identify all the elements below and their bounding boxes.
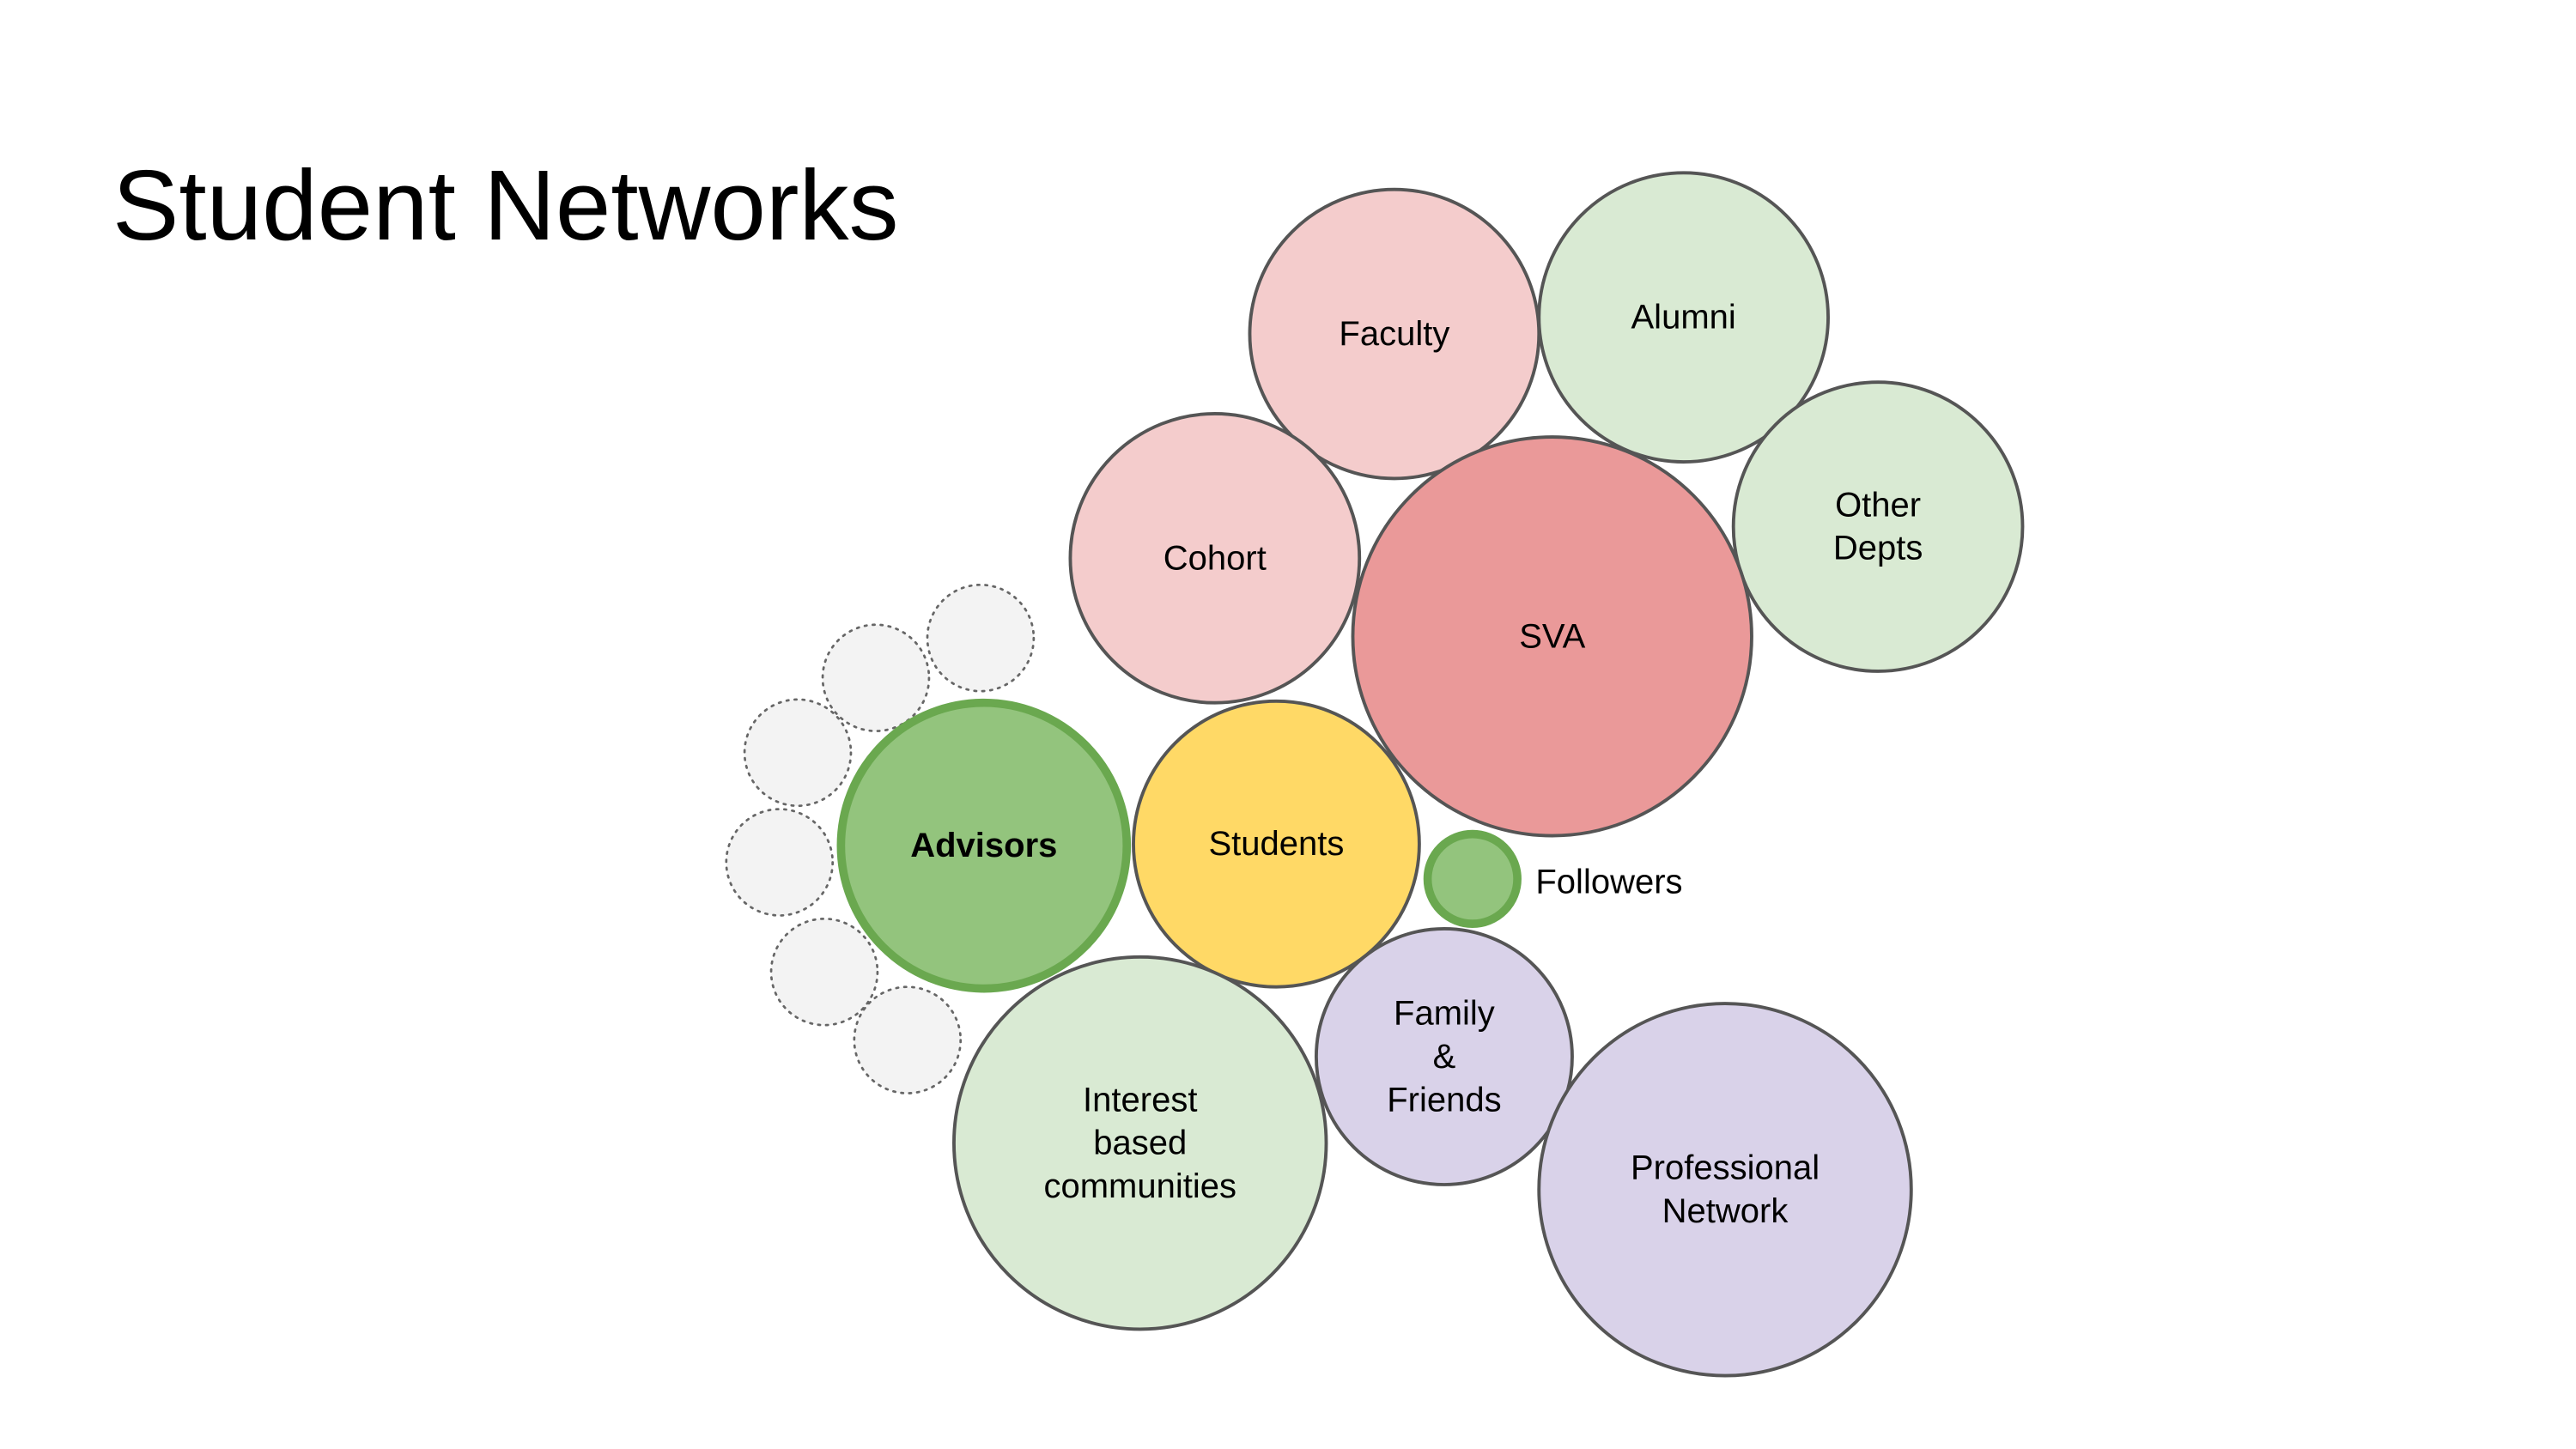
node-alumni: Alumni	[1537, 171, 1830, 464]
family-friends-circle	[1314, 927, 1574, 1186]
professional-network-label-line: Professional	[1631, 1149, 1820, 1187]
placeholder-circle	[926, 583, 1036, 693]
node-students: Students	[1132, 699, 1421, 989]
cohort-label: Cohort	[1163, 539, 1267, 577]
interest-communities-label-line: Interest	[1083, 1081, 1197, 1119]
students-label-line: Students	[1209, 825, 1345, 863]
other-depts-label-line: Depts	[1833, 530, 1923, 567]
node-followers: Followers	[1423, 829, 1683, 928]
alumni-circle	[1537, 171, 1830, 464]
slide-title: Student Networks	[112, 149, 899, 261]
followers-label-line: Followers	[1535, 864, 1682, 901]
advisors-circle	[836, 698, 1132, 993]
advisors-label-line: Advisors	[910, 827, 1057, 864]
advisors-label: Advisors	[910, 827, 1057, 864]
node-sva: SVA	[1351, 435, 1753, 838]
sva-label-line: SVA	[1519, 617, 1585, 655]
cohort-label-line: Cohort	[1163, 539, 1267, 577]
followers-label: Followers	[1535, 864, 1682, 901]
interest-communities-label-line: communities	[1043, 1167, 1236, 1205]
placeholder-circle	[821, 623, 931, 732]
other-depts-label-line: Other	[1835, 486, 1921, 524]
cohort-circle	[1068, 412, 1362, 705]
node-cohort: Cohort	[1068, 412, 1362, 705]
interest-communities-label-line: based	[1093, 1125, 1187, 1162]
placeholder-circle	[743, 698, 853, 808]
alumni-label: Alumni	[1631, 299, 1736, 336]
interest-communities-circle	[952, 955, 1328, 1331]
interest-communities-label: Interest based communities	[1043, 1081, 1236, 1205]
faculty-label: Faculty	[1339, 315, 1449, 353]
alumni-label-line: Alumni	[1631, 299, 1736, 336]
students-label: Students	[1209, 825, 1345, 863]
node-interest-communities: Interest based communities	[952, 955, 1328, 1331]
other-depts-circle	[1731, 380, 2025, 673]
node-advisors: Advisors	[836, 698, 1132, 993]
placeholder-group	[725, 583, 1036, 1094]
family-friends-label-line: &	[1433, 1038, 1456, 1076]
family-friends-label: Family & Friends	[1387, 995, 1501, 1119]
professional-network-circle	[1537, 1002, 1913, 1378]
sva-circle	[1351, 435, 1753, 838]
students-circle	[1132, 699, 1421, 989]
node-family-friends: Family & Friends	[1314, 927, 1574, 1186]
placeholder-circle	[725, 808, 835, 917]
faculty-label-line: Faculty	[1339, 315, 1449, 353]
node-faculty: Faculty	[1248, 187, 1541, 481]
sva-label: SVA	[1519, 617, 1585, 655]
followers-circle	[1423, 829, 1522, 928]
family-friends-label-line: Friends	[1387, 1081, 1501, 1119]
professional-network-label-line: Network	[1662, 1192, 1789, 1230]
family-friends-label-line: Family	[1394, 995, 1495, 1033]
placeholder-circle	[769, 917, 879, 1027]
placeholder-circle	[853, 985, 963, 1094]
